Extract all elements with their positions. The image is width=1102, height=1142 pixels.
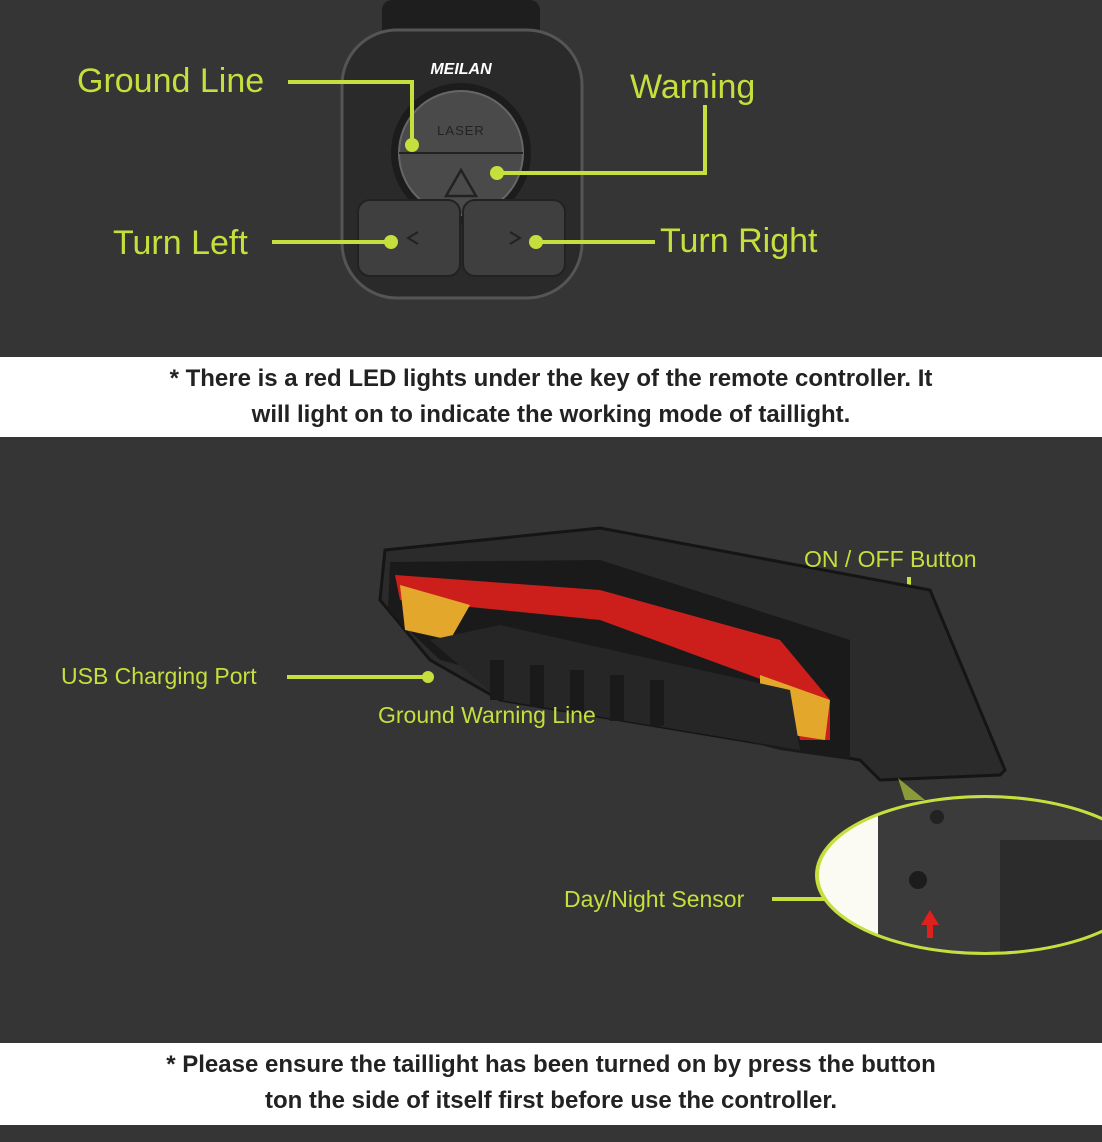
label-warning: Warning — [630, 68, 756, 106]
right-arrow-icon — [509, 231, 522, 245]
label-ground-line: Ground Line — [77, 62, 265, 100]
note-power-on: * Please ensure the taillight has been t… — [0, 1043, 1102, 1125]
label-turn-right: Turn Right — [660, 222, 818, 260]
label-on-off-button: ON / OFF Button — [804, 546, 977, 572]
remote-controller: LASER MEILAN — [340, 0, 584, 300]
label-ground-warning-line: Ground Warning Line — [378, 702, 596, 728]
note2-line1: * Please ensure the taillight has been t… — [166, 1051, 936, 1078]
label-usb-charging-port: USB Charging Port — [61, 663, 257, 689]
warning-icon — [443, 167, 479, 198]
note-remote-led: * There is a red LED lights under the ke… — [0, 357, 1102, 437]
note1-line2: will light on to indicate the working mo… — [251, 401, 851, 428]
laser-button-text: LASER — [437, 123, 485, 138]
brand-logo: MEILAN — [430, 61, 492, 78]
left-arrow-icon — [406, 231, 419, 245]
red-arrow-icon — [921, 910, 939, 938]
sensor-zoom-inset — [815, 795, 1102, 955]
note1-line1: * There is a red LED lights under the ke… — [169, 365, 933, 392]
taillight — [378, 526, 1007, 800]
note2-line2: ton the side of itself first before use … — [264, 1087, 838, 1114]
label-day-night-sensor: Day/Night Sensor — [564, 886, 745, 912]
label-turn-left: Turn Left — [113, 224, 248, 262]
